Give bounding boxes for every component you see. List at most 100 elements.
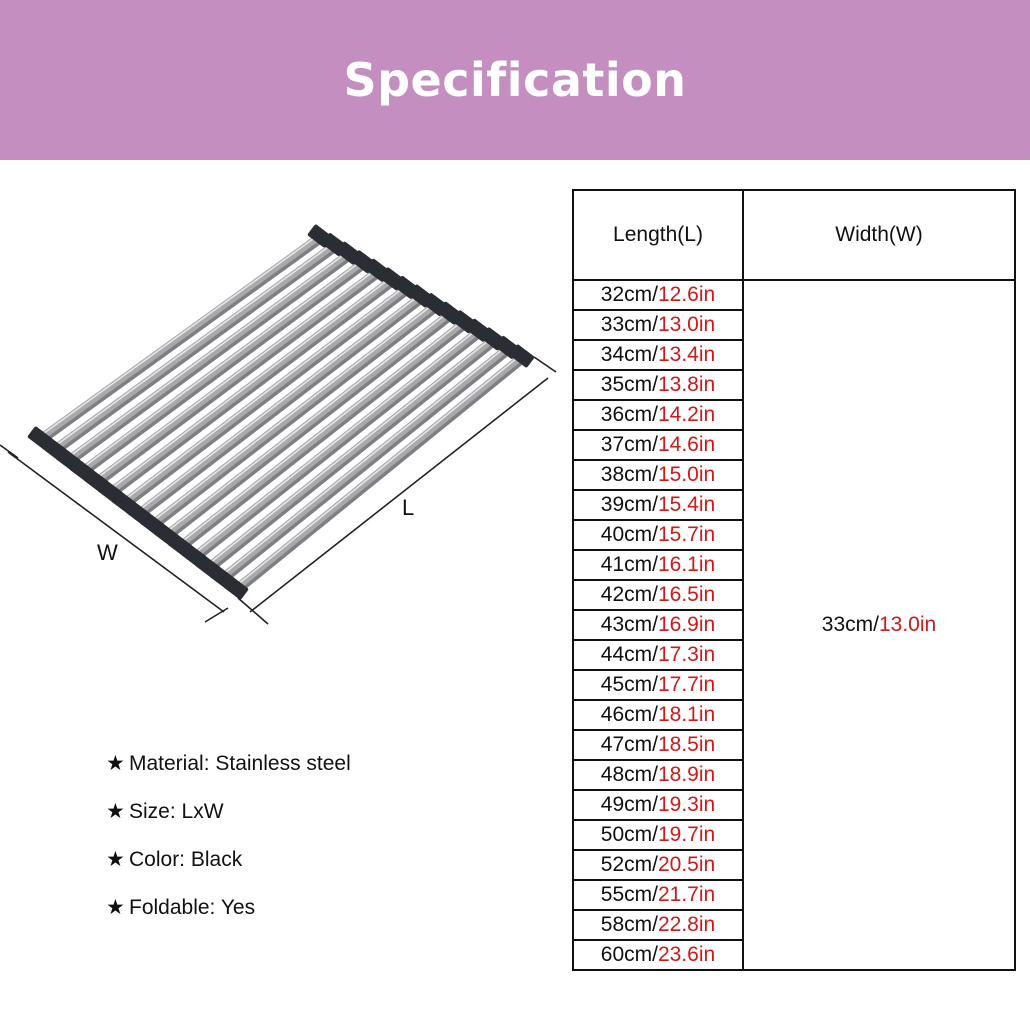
table-row: 55cm/21.7in bbox=[572, 879, 1015, 911]
rack-rod bbox=[107, 276, 395, 495]
length-cell: 32cm/12.6in bbox=[572, 279, 744, 311]
table-row: 39cm/15.4in bbox=[572, 489, 1015, 521]
length-cell: 40cm/15.7in bbox=[572, 519, 744, 551]
rack-rod-highlight bbox=[151, 301, 436, 523]
length-cell: 43cm/16.9in bbox=[572, 609, 744, 641]
length-cell: 58cm/22.8in bbox=[572, 909, 744, 941]
table-row: 50cm/19.7in bbox=[572, 819, 1015, 851]
star-icon: ★ bbox=[106, 800, 125, 823]
table-row: 58cm/22.8in bbox=[572, 909, 1015, 941]
table-row: 44cm/17.3in bbox=[572, 639, 1015, 671]
rack-rod-highlight bbox=[123, 284, 408, 501]
rack-rod-highlight bbox=[95, 267, 379, 480]
table-row: 42cm/16.5in bbox=[572, 579, 1015, 611]
spec-item-foldable: ★Foldable: Yes bbox=[106, 884, 351, 932]
rack-rod bbox=[37, 233, 323, 441]
rack-rod bbox=[219, 344, 510, 581]
length-cell: 46cm/18.1in bbox=[572, 699, 744, 731]
rack-rod bbox=[177, 318, 467, 548]
length-cell: 49cm/19.3in bbox=[572, 789, 744, 821]
length-cell: 33cm/13.0in bbox=[572, 309, 744, 341]
rack-rod-highlight bbox=[81, 259, 364, 469]
length-cell: 60cm/23.6in bbox=[572, 939, 744, 971]
spec-item-color: ★Color: Black bbox=[106, 836, 351, 884]
rack-rod-highlight bbox=[193, 327, 480, 555]
length-cell: 55cm/21.7in bbox=[572, 879, 744, 911]
length-cell: 48cm/18.9in bbox=[572, 759, 744, 791]
rack-rod bbox=[121, 284, 409, 506]
length-cell: 41cm/16.1in bbox=[572, 549, 744, 581]
length-column-header: Length(L) bbox=[572, 189, 744, 281]
length-cell: 44cm/17.3in bbox=[572, 639, 744, 671]
length-cell: 45cm/17.7in bbox=[572, 669, 744, 701]
rack-rod bbox=[65, 250, 351, 463]
rack-end-cap bbox=[223, 576, 249, 600]
star-icon: ★ bbox=[106, 848, 125, 871]
spec-list: ★Material: Stainless steel ★Size: LxW ★C… bbox=[106, 740, 351, 932]
length-cell: 37cm/14.6in bbox=[572, 429, 744, 461]
rack-rod-highlight bbox=[165, 310, 451, 534]
length-cell: 35cm/13.8in bbox=[572, 369, 744, 401]
table-row: 60cm/23.6in bbox=[572, 939, 1015, 971]
table-row: 46cm/18.1in bbox=[572, 699, 1015, 731]
length-cell: 34cm/13.4in bbox=[572, 339, 744, 371]
rack-rod-highlight bbox=[39, 233, 321, 437]
width-dimension-label: W bbox=[97, 540, 118, 565]
rack-rod bbox=[163, 310, 453, 538]
rack-rod bbox=[149, 301, 438, 527]
table-row: 49cm/19.3in bbox=[572, 789, 1015, 821]
rack-rod-highlight bbox=[179, 319, 465, 544]
table-row: 35cm/13.8in bbox=[572, 369, 1015, 401]
rack-rod bbox=[233, 353, 525, 591]
star-icon: ★ bbox=[106, 752, 125, 775]
rack-rod bbox=[191, 327, 481, 559]
rack-rod-highlight bbox=[207, 336, 494, 566]
width-column-header: Width(W) bbox=[742, 189, 1016, 281]
spec-item-material: ★Material: Stainless steel bbox=[106, 740, 351, 788]
rack-rod bbox=[205, 336, 496, 570]
length-cell: 36cm/14.2in bbox=[572, 399, 744, 431]
star-icon: ★ bbox=[106, 896, 125, 919]
length-dimension-label: L bbox=[402, 495, 415, 520]
dimension-lines bbox=[0, 356, 557, 625]
rack-end-cap bbox=[509, 344, 535, 368]
rack-rod bbox=[93, 267, 380, 484]
table-row: 47cm/18.5in bbox=[572, 729, 1015, 761]
table-row: 43cm/16.9in bbox=[572, 609, 1015, 641]
table-row: 38cm/15.0in bbox=[572, 459, 1015, 491]
width-cell: 33cm/13.0in bbox=[742, 279, 1016, 971]
rack-rods bbox=[37, 233, 526, 595]
length-cell: 38cm/15.0in bbox=[572, 459, 744, 491]
dish-rack-illustration bbox=[0, 224, 557, 625]
table-row: 34cm/13.4in bbox=[572, 339, 1015, 371]
rack-rod-highlight bbox=[137, 293, 422, 512]
table-row: 33cm/13.0in bbox=[572, 309, 1015, 341]
length-cell: 39cm/15.4in bbox=[572, 489, 744, 521]
rack-rod bbox=[79, 258, 366, 473]
length-cell: 50cm/19.7in bbox=[572, 819, 744, 851]
spec-item-size: ★Size: LxW bbox=[106, 788, 351, 836]
length-cell: 42cm/16.5in bbox=[572, 579, 744, 611]
rack-rod bbox=[135, 293, 424, 516]
table-row: 40cm/15.7in bbox=[572, 519, 1015, 551]
table-row: 52cm/20.5in bbox=[572, 849, 1015, 881]
rack-rod-highlight bbox=[221, 344, 509, 576]
table-row: 48cm/18.9in bbox=[572, 759, 1015, 791]
rack-rod-highlight bbox=[235, 353, 523, 587]
page-title: Specification bbox=[343, 53, 687, 107]
table-row: 37cm/14.6in bbox=[572, 429, 1015, 461]
header-banner: Specification bbox=[0, 0, 1030, 160]
rack-rod-highlight bbox=[53, 241, 335, 448]
length-cell: 47cm/18.5in bbox=[572, 729, 744, 761]
rack-rod bbox=[51, 241, 337, 452]
table-row: 45cm/17.7in bbox=[572, 669, 1015, 701]
rack-caps bbox=[27, 224, 535, 600]
rack-rod-highlight bbox=[109, 276, 393, 491]
rack-rod-highlight bbox=[67, 250, 350, 459]
table-row: 41cm/16.1in bbox=[572, 549, 1015, 581]
length-cell: 52cm/20.5in bbox=[572, 849, 744, 881]
table-row: 36cm/14.2in bbox=[572, 399, 1015, 431]
